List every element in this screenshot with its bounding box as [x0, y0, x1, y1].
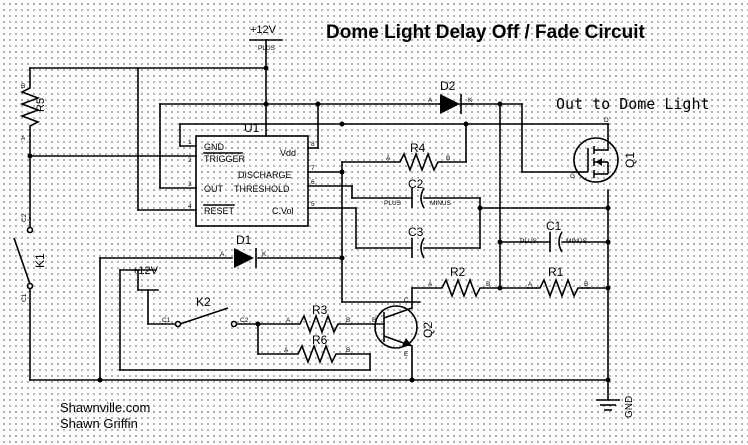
r2-pin-b: B [486, 281, 490, 288]
capacitor-c2: C2 PLUS MINUS [384, 177, 452, 209]
ic-pin-7-name: DISCHARGE [238, 170, 292, 180]
c2-pin-plus: PLUS [384, 200, 402, 207]
diagram-title: Dome Light Delay Off / Fade Circuit [326, 22, 645, 43]
c1-pin-plus: PLUS [520, 238, 538, 245]
ic-pin-5-name: C.Vol [272, 206, 294, 216]
switch-k1: K1 C2 C1 [13, 213, 47, 302]
resistor-r5-label: R5 [35, 98, 47, 112]
q2-pin-e: E [404, 351, 409, 358]
ic-pin-7-num: 7 [311, 165, 315, 172]
r6-pin-b: B [346, 347, 350, 354]
d1-pin-a: A [220, 251, 225, 258]
c1-pin-minus: MINUS [566, 238, 588, 245]
r3-pin-a: A [286, 317, 291, 324]
power-12v-top: +12V PLUS [249, 24, 283, 69]
wires [29, 67, 609, 401]
q1-pin-g: G [570, 173, 575, 180]
ic-pin-2-name: TRIGGER [204, 154, 246, 164]
r4-pin-a: A [386, 155, 391, 162]
ic-pin-6-num: 6 [311, 179, 315, 186]
k2-pin-c1: C1 [162, 317, 171, 324]
capacitor-c3: C3 [408, 225, 425, 259]
q2-pin-c: C [404, 297, 409, 304]
resistor-r3: R3 A B [286, 303, 352, 335]
switch-k2-label: K2 [196, 295, 211, 309]
d2-pin-k: K [468, 97, 473, 104]
q1-pin-d: D [604, 117, 609, 124]
d1-pin-k: K [262, 251, 267, 258]
resistor-r5: R5 B A [19, 82, 47, 142]
resistor-r4: R4 A B [386, 141, 450, 173]
transistor-q2: Q2 B C E [372, 297, 435, 358]
ic-u1-ref: U1 [244, 121, 260, 135]
transistor-q2-label: Q2 [421, 322, 435, 338]
r3-pin-b: B [346, 317, 350, 324]
output-label: Out to Dome Light [556, 95, 710, 113]
power-pin-label: PLUS [258, 45, 276, 52]
ic-u1: U1 GND TRIGGER OUT RESET Vdd DISCHARGE T… [188, 121, 315, 227]
c2-pin-minus: MINUS [430, 200, 452, 207]
ic-pin-5-num: 5 [311, 201, 315, 208]
r6-pin-a: A [284, 347, 289, 354]
r5-pin-b: B [21, 83, 25, 90]
k1-pin-c1: C1 [21, 293, 28, 302]
resistor-r3-label: R3 [312, 303, 328, 317]
power-12v-top-label: +12V [250, 24, 277, 36]
r4-pin-b: B [446, 155, 450, 162]
ic-pin-6-name: THRESHOLD [234, 184, 290, 194]
resistor-r6: R6 A B [284, 333, 352, 365]
transistor-q1-label: Q1 [623, 152, 637, 168]
ground-symbol: GND [596, 396, 635, 418]
diode-d1: D1 A K [220, 233, 267, 268]
resistor-r2: R2 A B [428, 265, 490, 299]
ic-pin-8-name: Vdd [280, 148, 296, 158]
q2-pin-b: B [372, 317, 376, 324]
ic-pin-1-num: 1 [188, 139, 192, 146]
diode-d1-label: D1 [236, 233, 252, 247]
capacitor-c2-label: C2 [408, 177, 424, 191]
d2-pin-a: A [428, 97, 433, 104]
resistor-r4-label: R4 [410, 141, 426, 155]
r2-pin-a: A [428, 281, 433, 288]
k2-pin-c2: C2 [240, 317, 249, 324]
ic-pin-2-num: 2 [188, 157, 192, 164]
ic-pin-3-name: OUT [204, 184, 224, 194]
capacitor-c1: C1 PLUS MINUS [520, 219, 588, 253]
switch-k2: K2 C1 C2 [162, 295, 249, 328]
resistor-r6-label: R6 [312, 333, 328, 347]
r1-pin-b: B [584, 281, 588, 288]
power-12v-left: +12V [119, 265, 159, 291]
ic-pin-4-name: RESET [204, 206, 235, 216]
ground-label: GND [624, 396, 635, 418]
transistor-q1: Q1 G D [570, 117, 637, 183]
capacitor-c1-label: C1 [546, 219, 562, 233]
resistor-r1: R1 A B [527, 265, 589, 299]
resistor-r1-label: R1 [548, 265, 564, 279]
power-12v-left-label: +12V [132, 265, 159, 277]
resistor-r2-label: R2 [450, 265, 466, 279]
k1-pin-c2: C2 [21, 213, 28, 222]
r5-pin-a: A [21, 135, 26, 142]
ic-pin-4-num: 4 [188, 203, 192, 210]
junctions [27, 65, 611, 383]
capacitor-c3-label: C3 [408, 225, 424, 239]
r1-pin-a: A [528, 281, 533, 288]
switch-k1-label: K1 [33, 253, 47, 268]
ic-pin-1-name: GND [204, 142, 225, 152]
diode-d2: D2 A K [428, 79, 473, 114]
ic-pin-3-num: 3 [188, 181, 192, 188]
credit-site: Shawnville.com [60, 400, 150, 415]
diode-d2-label: D2 [440, 79, 456, 93]
credit-author: Shawn Griffin [60, 416, 138, 431]
ic-pin-8-num: 8 [311, 141, 315, 148]
